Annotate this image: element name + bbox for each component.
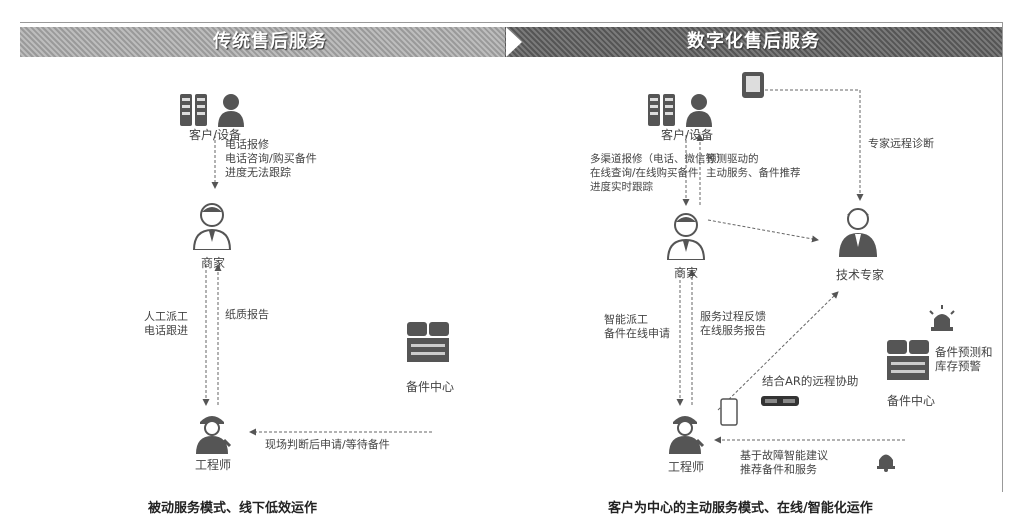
right-customer-person-icon xyxy=(684,93,714,131)
right-engineer-icon xyxy=(665,410,705,458)
left-server-icon xyxy=(178,93,210,131)
left-parts-center-label: 备件中心 xyxy=(405,380,454,394)
right-dealer-to-customer-text: 预测驱动的 主动服务、备件推荐 xyxy=(706,153,801,179)
traditional-service-title: 传统售后服务 xyxy=(213,31,327,52)
ar-assist-text: 结合AR的远程协助 xyxy=(762,374,859,388)
ar-glasses-icon xyxy=(760,393,800,413)
top-divider xyxy=(20,22,1003,23)
right-parts-center-icon xyxy=(885,338,931,386)
right-parts-center-label: 备件中心 xyxy=(886,394,935,408)
left-dealer-person-icon xyxy=(192,202,232,254)
right-engineer-to-dealer-text: 服务过程反馈 在线服务报告 xyxy=(700,310,766,337)
bell-icon xyxy=(875,450,897,476)
alarm-light-icon xyxy=(928,305,956,335)
digital-service-title: 数字化售后服务 xyxy=(687,31,820,52)
left-customer-to-dealer-text: 电话报修 电话咨询/购买备件 进度无法跟踪 xyxy=(225,138,317,179)
right-dealer-to-expert-arrow xyxy=(707,219,819,243)
right-engineer-to-parts-text: 基于故障智能建议 推荐备件和服务 xyxy=(740,449,828,476)
right-engineer-label: 工程师 xyxy=(667,460,704,474)
right-footer: 客户为中心的主动服务模式、在线/智能化运作 xyxy=(608,501,873,516)
parts-forecast-text: 备件预测和 库存预警 xyxy=(935,345,993,373)
digital-service-banner: 数字化售后服务 xyxy=(505,27,1002,57)
left-customer-person-icon xyxy=(216,93,246,131)
mobile-device-icon xyxy=(740,70,766,104)
right-customer-to-dealer-text: 多渠道报修（电话、微信等） 在线查询/在线购买备件 进度实时跟踪 xyxy=(590,153,727,193)
right-expert-remote-arrow xyxy=(765,89,864,201)
left-footer: 被动服务模式、线下低效运作 xyxy=(148,501,318,516)
technical-expert-label: 技术专家 xyxy=(835,268,884,282)
technical-expert-icon xyxy=(837,203,879,261)
right-dealer-label: 商家 xyxy=(673,266,698,280)
chevron-divider-icon xyxy=(506,27,522,57)
right-expert-remote-text: 专家远程诊断 xyxy=(868,137,934,150)
right-server-icon xyxy=(646,93,678,131)
left-parts-center-icon xyxy=(405,320,451,368)
right-dealer-person-icon xyxy=(666,212,706,264)
traditional-service-banner: 传统售后服务 xyxy=(20,27,520,57)
left-engineer-icon xyxy=(192,410,232,458)
left-engineer-label: 工程师 xyxy=(194,458,231,472)
right-dealer-to-engineer-text: 智能派工 备件在线申请 xyxy=(604,313,670,340)
left-engineer-to-parts-text: 现场判断后申请/等待备件 xyxy=(265,438,390,451)
right-divider xyxy=(1002,22,1003,492)
left-engineer-to-dealer-text: 纸质报告 xyxy=(225,308,269,321)
right-engineer-to-expert-arrow xyxy=(717,291,839,411)
left-dealer-to-engineer-text: 人工派工 电话跟进 xyxy=(144,310,188,337)
left-customer-label: 客户/设备 xyxy=(188,128,242,142)
right-customer-label: 客户/设备 xyxy=(660,128,714,142)
tablet-icon xyxy=(720,398,738,430)
left-dealer-label: 商家 xyxy=(200,256,225,270)
